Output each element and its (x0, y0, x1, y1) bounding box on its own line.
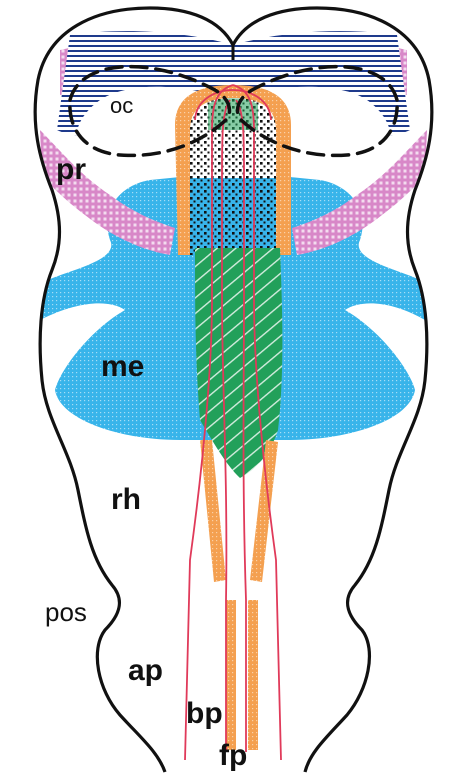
label-oc: oc (110, 93, 133, 118)
label-pr: pr (56, 153, 86, 186)
label-pos: pos (45, 597, 87, 627)
dotted-blue-region (190, 178, 276, 255)
label-ap: ap (128, 654, 163, 687)
label-rh: rh (111, 483, 141, 516)
label-bp: bp (186, 697, 223, 730)
label-fp: fp (219, 739, 247, 772)
label-me: me (101, 350, 144, 383)
